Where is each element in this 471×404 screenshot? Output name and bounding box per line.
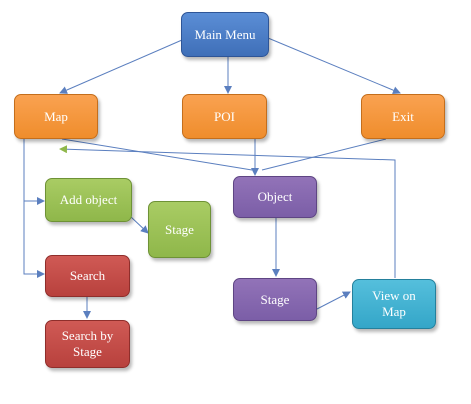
main-menu-label: Main Menu: [194, 26, 256, 42]
stage-box-green[interactable]: Stage: [148, 201, 211, 258]
view-on-map-box[interactable]: View on Map: [352, 279, 436, 329]
edge-exit-to-object: [261, 138, 387, 171]
edge-stage-to-view-on-map: [316, 291, 351, 310]
edge-add-object-to-stage: [130, 216, 149, 234]
map-label: Map: [44, 108, 68, 124]
search-by-stage-box[interactable]: Search by Stage: [45, 320, 130, 368]
main-menu-box[interactable]: Main Menu: [181, 12, 269, 57]
edge-main-menu-to-map: [59, 39, 183, 94]
view-on-map-label: View on Map: [372, 288, 416, 319]
exit-label: Exit: [392, 108, 414, 124]
edge-map-to-search: [23, 201, 45, 278]
search-box[interactable]: Search: [45, 255, 130, 297]
poi-label: POI: [214, 108, 235, 124]
stage-green-label: Stage: [165, 221, 194, 237]
exit-box[interactable]: Exit: [361, 94, 445, 139]
edge-map-to-add-object: [23, 139, 45, 205]
stage-box-purple[interactable]: Stage: [233, 278, 317, 321]
add-object-label: Add object: [59, 192, 118, 207]
object-box[interactable]: Object: [233, 176, 317, 218]
edge-main-menu-to-exit: [267, 37, 401, 94]
object-label: Object: [257, 189, 293, 204]
map-box[interactable]: Map: [14, 94, 98, 139]
search-label: Search: [69, 268, 106, 283]
add-object-box[interactable]: Add object: [45, 178, 132, 222]
edge-map-to-object: [61, 138, 253, 171]
edge-view-on-map-to-map: [59, 145, 396, 278]
poi-box[interactable]: POI: [182, 94, 267, 139]
search-by-stage-label: Search by Stage: [61, 328, 114, 359]
stage-purple-label: Stage: [260, 291, 290, 307]
